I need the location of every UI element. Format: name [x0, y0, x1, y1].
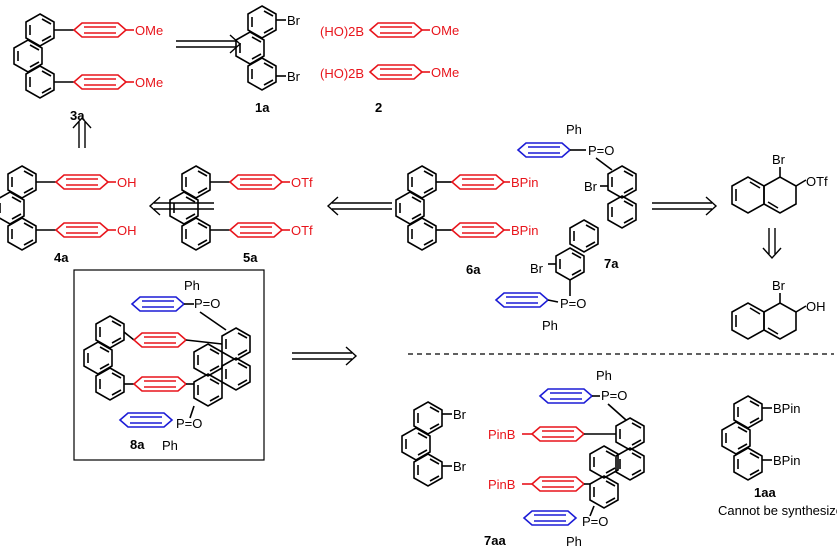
compound-4a: OH OH 4a [0, 166, 137, 265]
compound-6a: BPin BPin 6a [396, 166, 538, 277]
compound-8a: Ph P=O P=O Ph 8a [84, 278, 251, 453]
compound-7a: Ph P=O Br Br P=O Ph 7a [495, 122, 637, 333]
compound-1aa: BPin BPin 1aa Cannot be synthesized [718, 396, 837, 518]
compound-id-3a: 3a [70, 108, 85, 123]
label-3a-ome-bottom: OMe [135, 75, 163, 90]
label-1aa-bpin-top: BPin [773, 401, 800, 416]
label-1a-br-bottom: Br [287, 69, 301, 84]
compound-dibromo: Br Br [402, 402, 467, 486]
label-4a-oh-bottom: OH [117, 223, 137, 238]
label-dibromo-br-top: Br [453, 407, 467, 422]
compound-id-6a: 6a [466, 262, 481, 277]
compound-id-4a: 4a [54, 250, 69, 265]
box-8a [73, 269, 265, 461]
label-7aa-po-bottom: P=O [582, 514, 608, 529]
retro-arrow-8a-precursors [291, 346, 357, 366]
label-6a-bpin-top: BPin [511, 175, 538, 190]
label-2-ome-top: OMe [431, 23, 459, 38]
label-7aa-po-top: P=O [601, 388, 627, 403]
compound-id-7a: 7a [604, 256, 619, 271]
compound-id-5a: 5a [243, 250, 258, 265]
label-8a-ph-bottom: Ph [162, 438, 178, 453]
label-7aa-pinb-top: PinB [488, 427, 515, 442]
label-2-ome-bottom: OMe [431, 65, 459, 80]
label-2-boronic-top: (HO)2B [320, 24, 364, 39]
label-3a-ome-top: OMe [135, 23, 163, 38]
label-7a-br-top: Br [584, 179, 598, 194]
label-5a-otf-bottom: OTf [291, 223, 313, 238]
label-2-boronic-bottom: (HO)2B [320, 66, 364, 81]
label-6a-bpin-bottom: BPin [511, 223, 538, 238]
label-7a-ph-bottom: Ph [542, 318, 558, 333]
label-5a-otf-top: OTf [291, 175, 313, 190]
retro-arrow-6a-5a [327, 196, 393, 216]
label-4a-oh-top: OH [117, 175, 137, 190]
label-nap-oh-oh: OH [806, 299, 826, 314]
compound-2: (HO)2B OMe (HO)2B OMe 2 [320, 22, 459, 115]
retro-arrow-7a-naphthyl [651, 196, 717, 216]
label-8a-po-bottom: P=O [176, 416, 202, 431]
label-7aa-ph-top: Ph [596, 368, 612, 383]
label-7a-po-top: P=O [588, 143, 614, 158]
compound-7aa: Ph P=O PinB PinB P=O Ph 7aa [484, 368, 645, 549]
retro-arrow-naphthol [762, 227, 782, 259]
compound-id-1aa: 1aa [754, 485, 776, 500]
label-8a-ph-top: Ph [184, 278, 200, 293]
label-1a-br-top: Br [287, 13, 301, 28]
label-nap-otf-otf: OTf [806, 174, 828, 189]
retro-arrow-3a-1a [175, 34, 241, 54]
compound-bromonaphthol: Br OH [731, 278, 826, 340]
label-dibromo-br-bottom: Br [453, 459, 467, 474]
label-7a-br-bottom: Br [530, 261, 544, 276]
label-1aa-bpin-bottom: BPin [773, 453, 800, 468]
compound-1a: Br Br 1a [236, 6, 301, 115]
retro-arrow-5a-4a [149, 196, 215, 216]
compound-id-2: 2 [375, 100, 382, 115]
note-1aa: Cannot be synthesized [718, 503, 837, 518]
compound-bromonaphthyl-triflate: Br OTf [731, 152, 828, 214]
compound-3a: OMe OMe 3a [14, 14, 163, 123]
label-8a-po-top: P=O [194, 296, 220, 311]
label-nap-oh-br: Br [772, 278, 786, 293]
compound-5a: OTf OTf 5a [170, 166, 313, 265]
label-7aa-ph-bottom: Ph [566, 534, 582, 549]
label-nap-otf-br: Br [772, 152, 786, 167]
label-7aa-pinb-bottom: PinB [488, 477, 515, 492]
compound-id-8a: 8a [130, 437, 145, 452]
compound-id-1a: 1a [255, 100, 270, 115]
compound-id-7aa: 7aa [484, 533, 506, 548]
label-7a-ph-top: Ph [566, 122, 582, 137]
label-7a-po-bottom: P=O [560, 296, 586, 311]
